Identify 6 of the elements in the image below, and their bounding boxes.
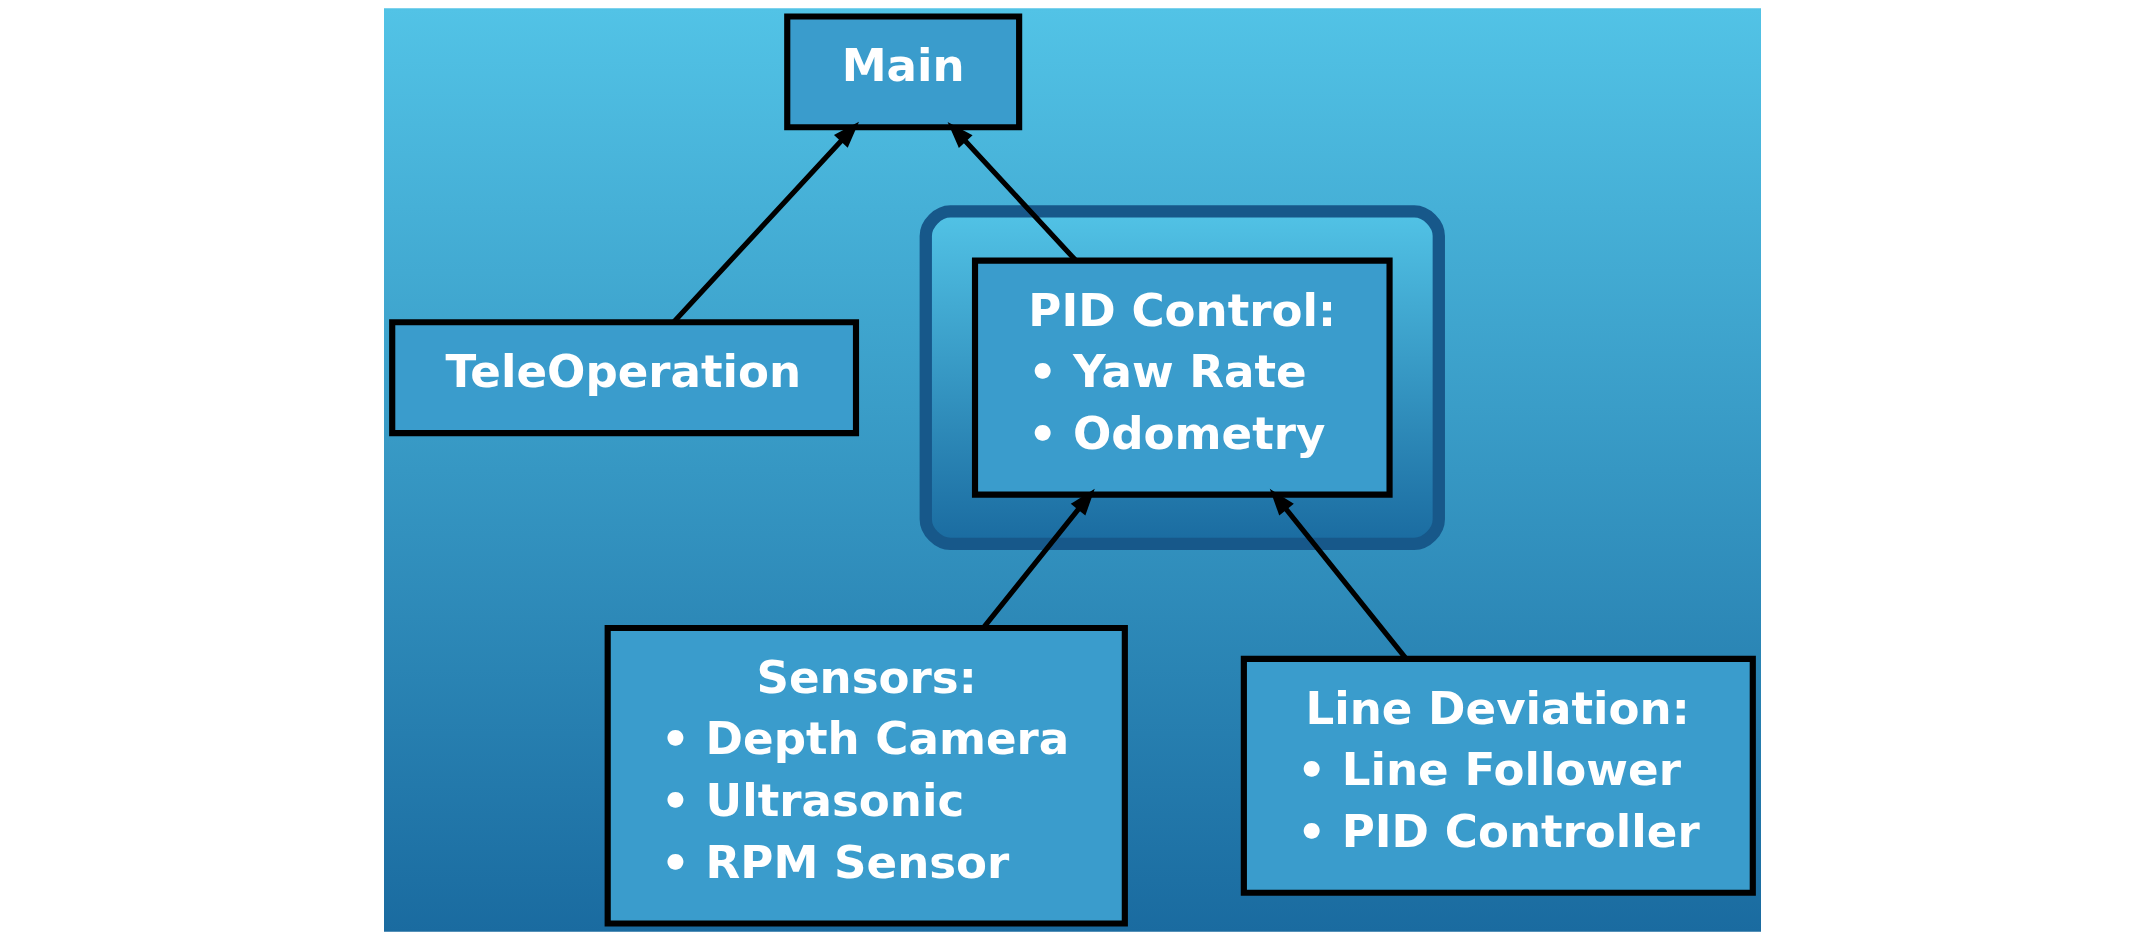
cluster	[919, 205, 1445, 551]
node-box: Sensors: • Depth Camera • Ultrasonic • RPM Sensor	[604, 624, 1128, 927]
node-box: TeleOperation	[388, 319, 859, 437]
node-box: Line Deviation: • Line Follower • PID Controller	[1240, 655, 1756, 896]
node-box: Main	[783, 13, 1022, 131]
node-box: PID Control: • Yaw Rate • Odometry	[971, 257, 1393, 498]
